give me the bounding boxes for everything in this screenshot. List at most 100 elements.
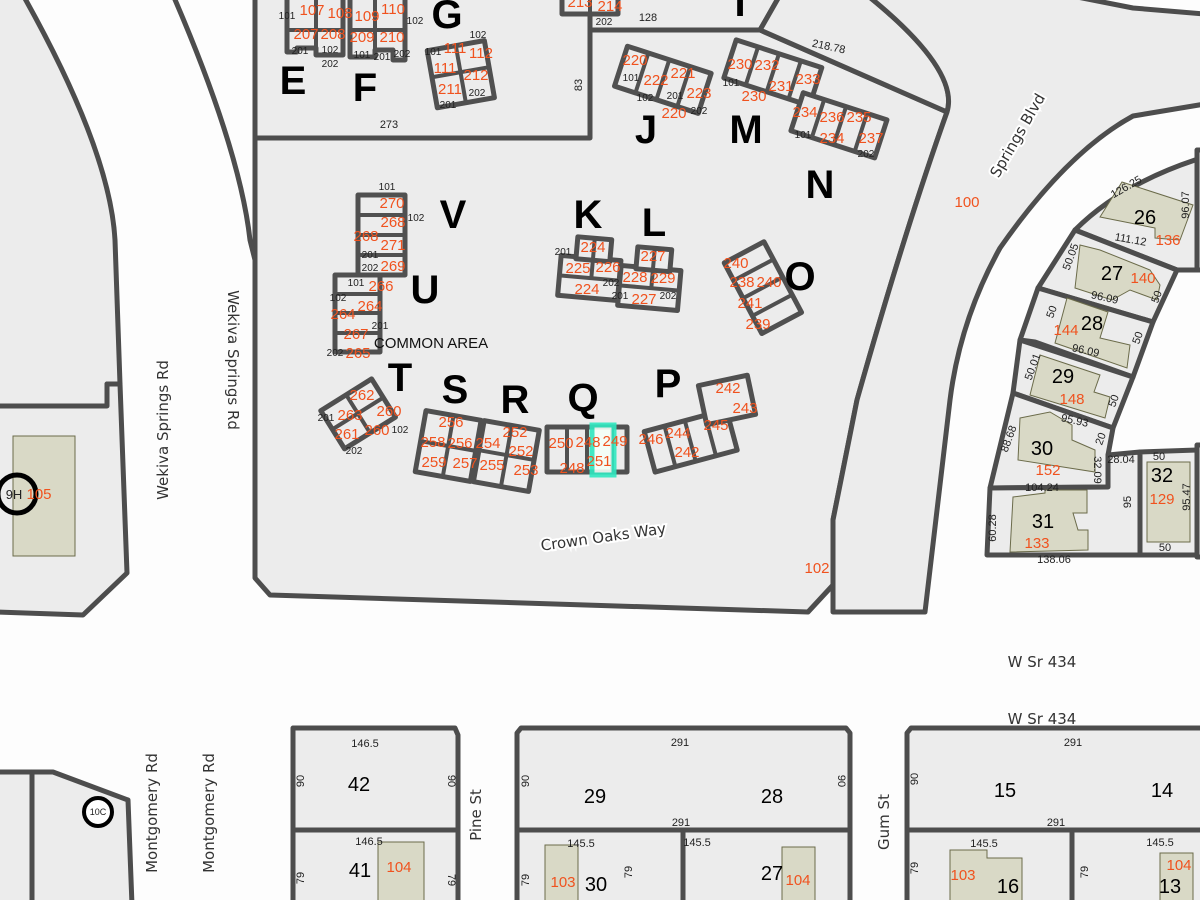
building-f[interactable] bbox=[347, 0, 408, 63]
address-number: 104 bbox=[1166, 857, 1191, 874]
building-l[interactable] bbox=[615, 244, 684, 314]
dimension: 95.47 bbox=[1181, 483, 1193, 511]
unit-label: 227 bbox=[640, 248, 665, 265]
dimension: 50 bbox=[1044, 304, 1059, 320]
unit-number: 202 bbox=[691, 106, 708, 117]
unit-label: 232 bbox=[754, 57, 779, 74]
unit-label: 240 bbox=[756, 274, 781, 291]
unit-label: 111 bbox=[444, 40, 467, 57]
dimension: 83 bbox=[573, 79, 585, 91]
street-label: Pine St bbox=[467, 789, 485, 841]
building-t[interactable] bbox=[318, 376, 398, 452]
building-footprint-28 bbox=[1054, 297, 1131, 369]
unit-label: 261 bbox=[334, 426, 359, 443]
dimension: 291 bbox=[671, 737, 689, 749]
unit-label: 220 bbox=[622, 52, 647, 69]
lot-number: 30 bbox=[1031, 438, 1053, 460]
building-g[interactable] bbox=[424, 38, 497, 111]
lot-east-edge[interactable] bbox=[1194, 442, 1200, 560]
building-p[interactable] bbox=[641, 372, 759, 475]
lot-41[interactable] bbox=[290, 827, 461, 900]
street-label: Wekiva Springs Rd bbox=[154, 360, 172, 500]
unit-label: 251 bbox=[586, 453, 611, 470]
unit-label: 233 bbox=[795, 71, 820, 88]
unit-label: 239 bbox=[745, 316, 770, 333]
dimension: 291 bbox=[1064, 737, 1082, 749]
unit-number: 202 bbox=[362, 263, 379, 274]
unit-number: 101 bbox=[279, 11, 296, 22]
address-numbers: 100 102 136 140 144 148 152 133 129 105 … bbox=[26, 194, 1191, 891]
unit-labels: 107 108 109 110 207 208 209 210 111 111 … bbox=[293, 0, 883, 479]
unit-label: 225 bbox=[565, 260, 590, 277]
building-q[interactable] bbox=[544, 422, 630, 478]
unit-label: 213 bbox=[567, 0, 592, 11]
dimension: 96.09 bbox=[1090, 289, 1119, 306]
dimension: 128 bbox=[639, 12, 657, 24]
building-m[interactable] bbox=[721, 37, 825, 109]
dimension: 50 bbox=[1130, 330, 1145, 346]
unit-number: 101 bbox=[354, 50, 371, 61]
unit-label: 208 bbox=[320, 26, 345, 43]
lot-number: 28 bbox=[1081, 313, 1103, 335]
unit-label: 258 bbox=[420, 434, 445, 451]
building-n[interactable] bbox=[788, 90, 890, 161]
address-number: 148 bbox=[1059, 391, 1084, 408]
lot-15-14-block[interactable] bbox=[904, 725, 1200, 833]
dimension: 79 bbox=[520, 874, 532, 886]
marker-9h[interactable]: 9H bbox=[0, 472, 39, 516]
dimension: 60.28 bbox=[987, 514, 999, 542]
dimension: 28.04 bbox=[1107, 454, 1135, 466]
dimension: 90 bbox=[445, 775, 457, 787]
dimension: 273 bbox=[380, 119, 398, 131]
unit-label: 264 bbox=[330, 306, 355, 323]
unit-label: 235 bbox=[846, 109, 871, 126]
parcel-springs-blvd[interactable] bbox=[830, 0, 1200, 615]
dimension: 79 bbox=[909, 862, 921, 874]
unit-label: 270 bbox=[379, 195, 404, 212]
road-edge bbox=[172, 0, 258, 578]
street-label: W Sr 434 bbox=[1008, 653, 1077, 671]
street-label: Montgomery Rd bbox=[143, 753, 161, 873]
parcel-west-lower[interactable] bbox=[0, 769, 35, 900]
building-letter: V bbox=[440, 193, 467, 237]
unit-label: 259 bbox=[421, 454, 446, 471]
unit-number: 102 bbox=[330, 293, 347, 304]
dimension: 146.5 bbox=[351, 738, 379, 750]
unit-label: 212 bbox=[463, 67, 488, 84]
marker-10c[interactable]: 10C bbox=[82, 796, 114, 828]
building-top-213[interactable] bbox=[559, 0, 621, 17]
building-letter: L bbox=[642, 201, 666, 245]
unit-label: 249 bbox=[602, 433, 627, 450]
building-j[interactable] bbox=[611, 43, 714, 116]
lot-number: 29 bbox=[584, 786, 606, 808]
building-e[interactable] bbox=[284, 0, 346, 58]
building-o[interactable] bbox=[721, 239, 805, 337]
street-label: Gum St bbox=[875, 794, 893, 850]
dimension: 111.12 bbox=[1114, 231, 1148, 248]
building-r[interactable] bbox=[470, 418, 542, 494]
unit-number: 102 bbox=[392, 425, 409, 436]
unit-number: 201 bbox=[555, 247, 572, 258]
unit-label: 220 bbox=[661, 105, 686, 122]
unit-label: 250 bbox=[548, 435, 573, 452]
unit-label: 234 bbox=[819, 130, 844, 147]
building-footprint-41 bbox=[377, 841, 425, 900]
building-v[interactable] bbox=[355, 192, 408, 278]
unit-number: 102 bbox=[408, 213, 425, 224]
lot-number: 42 bbox=[348, 774, 370, 796]
building-u[interactable] bbox=[332, 272, 383, 355]
dimension: 146.5 bbox=[355, 836, 383, 848]
building-letter: N bbox=[806, 163, 835, 207]
unit-label: 246 bbox=[638, 431, 663, 448]
building-s[interactable] bbox=[412, 408, 484, 484]
unit-label: 253 bbox=[513, 462, 538, 479]
parcel-10c[interactable] bbox=[29, 769, 135, 900]
selected-unit-highlight[interactable] bbox=[589, 422, 617, 478]
lot-number: 32 bbox=[1151, 465, 1173, 487]
parcel-west[interactable] bbox=[0, 0, 123, 409]
lot-27-lower[interactable] bbox=[680, 827, 853, 900]
address-number: 100 bbox=[954, 194, 979, 211]
unit-label: 107 bbox=[299, 2, 324, 19]
lot-east-edge[interactable] bbox=[1194, 147, 1200, 273]
